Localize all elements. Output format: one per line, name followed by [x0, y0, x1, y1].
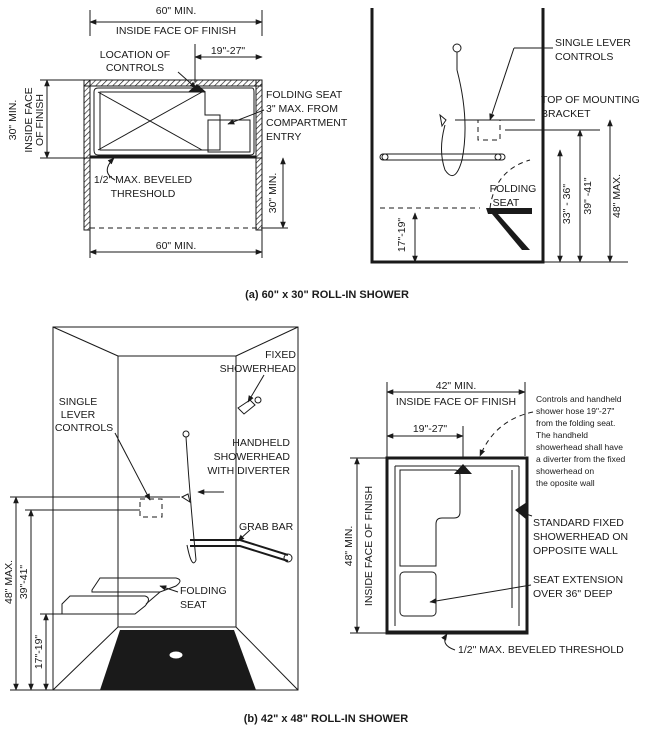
dim-bottom-width: 60" MIN. [156, 240, 197, 252]
note-line3: from the folding seat. [536, 418, 615, 428]
plan-b-range: 19"-27" [413, 423, 448, 435]
elev-a-max-height: 48" MAX. [611, 174, 623, 218]
threshold-line1: 1/2" MAX. BEVELED [94, 174, 193, 186]
elev-b-seat-line1: FOLDING [180, 585, 227, 597]
fixed-showerhead-line1: FIXED [265, 349, 296, 361]
handheld-line3: WITH DIVERTER [207, 465, 290, 477]
dim-depth: 30" MIN. [7, 100, 19, 141]
elev-a-bracket-height: 39" -41" [582, 177, 594, 214]
seat-ext-line1: SEAT EXTENSION [533, 574, 623, 586]
dim-controls-range: 19"-27" [211, 45, 246, 57]
elev-a-controls-line1: SINGLE LEVER [555, 37, 631, 49]
inside-face-v-line1: INSIDE FACE [23, 87, 35, 152]
note-line6: a diverter from the fixed [536, 454, 626, 464]
plan-b-inside-face: INSIDE FACE OF FINISH [396, 396, 516, 408]
note-line7: showerhead on [536, 466, 594, 476]
handheld-line1: HANDHELD [232, 437, 290, 449]
folding-seat-line4: ENTRY [266, 131, 301, 143]
elev-b-seat-height: 17"-19" [33, 635, 45, 670]
std-fixed-line1: STANDARD FIXED [533, 517, 624, 529]
threshold-line2: THRESHOLD [111, 188, 176, 200]
shower-pan [93, 87, 255, 156]
note-line2: shower hose 19"-27" [536, 406, 614, 416]
elev-a-seat-line1: FOLDING [490, 183, 537, 195]
controls-marker [188, 84, 206, 92]
location-controls-line1: LOCATION OF [100, 49, 170, 61]
note-line4: The handheld [536, 430, 588, 440]
note-line1: Controls and handheld [536, 394, 622, 404]
elev-b-seat-line2: SEAT [180, 599, 207, 611]
plan-b-threshold: 1/2" MAX. BEVELED THRESHOLD [458, 644, 624, 656]
folding-seat-line2: 3" MAX. FROM [266, 103, 338, 115]
location-controls-line2: CONTROLS [106, 62, 164, 74]
plan-b: 42" MIN. INSIDE FACE OF FINISH 19"-27" C… [343, 380, 628, 656]
fixed-showerhead-line2: SHOWERHEAD [220, 363, 297, 375]
elev-a-seat-line2: SEAT [493, 197, 520, 209]
note-line5: showerhead shall have [536, 442, 623, 452]
plan-a: 60" MIN. INSIDE FACE OF FINISH 19"-27" L… [7, 5, 348, 258]
folding-seat-line3: COMPARTMENT [266, 117, 348, 129]
inside-face-label: INSIDE FACE OF FINISH [116, 25, 236, 37]
elev-b-controls-line3: CONTROLS [55, 422, 113, 434]
inside-face-v-line2: OF FINISH [34, 94, 46, 146]
folding-seat-line1: FOLDING SEAT [266, 89, 343, 101]
elevation-a: FOLDING SEAT SINGLE LEVER CONTROLS TOP O… [370, 8, 640, 264]
elev-a-seat-height: 17"-19" [396, 218, 408, 253]
dim-top-width: 60" MIN. [156, 5, 197, 17]
elev-b-controls-line2: LEVER [61, 409, 96, 421]
plan-b-inside-face-v: INSIDE FACE OF FINISH [363, 486, 375, 606]
bracket-line2: BRACKET [541, 108, 591, 120]
grab-bar-label: GRAB BAR [239, 521, 294, 533]
plan-b-width: 42" MIN. [436, 380, 477, 392]
caption-b: (b) 42" x 48" ROLL-IN SHOWER [244, 713, 409, 725]
elev-a-controls-line2: CONTROLS [555, 51, 613, 63]
elev-b-bracket-height: 39"-41" [18, 565, 30, 600]
bracket-line1: TOP OF MOUNTING [541, 94, 640, 106]
handheld-line2: SHOWERHEAD [214, 451, 291, 463]
seat-ext-line2: OVER 36" DEEP [533, 588, 613, 600]
elev-b-max-height: 48" MAX. [3, 560, 15, 604]
std-fixed-line3: OPPOSITE WALL [533, 545, 618, 557]
plan-b-depth: 48" MIN. [343, 526, 355, 567]
dim-clear-depth: 30" MIN. [267, 173, 279, 214]
caption-a: (a) 60" x 30" ROLL-IN SHOWER [245, 289, 409, 301]
elev-a-controls-height: 33" - 36" [561, 184, 573, 224]
elevation-b: FIXED SHOWERHEAD HANDHELD SHOWERHEAD WIT… [3, 326, 299, 691]
elev-b-controls-line1: SINGLE [59, 396, 98, 408]
std-fixed-line2: SHOWERHEAD ON [533, 531, 628, 543]
note-line8: the oposite wall [536, 478, 595, 488]
